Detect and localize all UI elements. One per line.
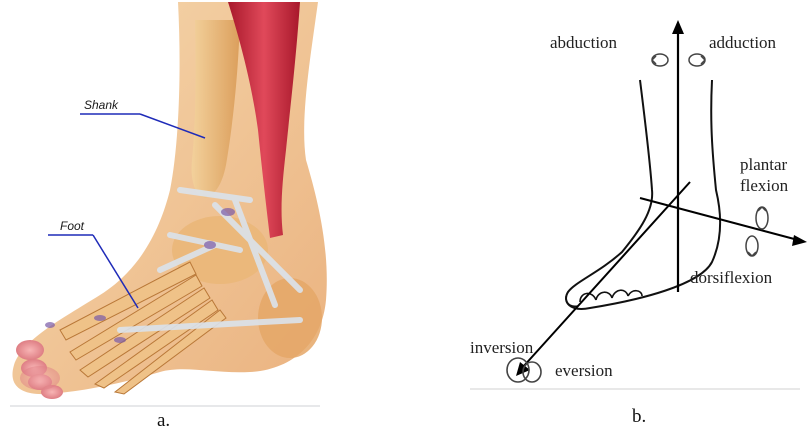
adduction-rotation-icon <box>689 54 705 66</box>
flexion-label: flexion <box>740 176 789 195</box>
eversion-label: eversion <box>555 361 613 380</box>
inversion-label: inversion <box>470 338 534 357</box>
vertical-axis-arrowhead <box>672 20 684 34</box>
adduction-label: adduction <box>709 33 777 52</box>
plantar-flexion-rotation-icon <box>756 207 768 229</box>
panel-b-diagram: abduction adduction plantar flexion dors… <box>470 20 807 390</box>
abduction-rotation-icon <box>652 54 668 66</box>
plantar-label: plantar <box>740 155 788 174</box>
longitudinal-axis <box>522 182 690 368</box>
panel-a-illustration <box>10 2 327 406</box>
dorsiflexion-rotation-icon <box>746 236 758 256</box>
toe-outlines <box>566 290 642 306</box>
panel-a-caption: a. <box>157 410 170 432</box>
foot-label: Foot <box>60 219 85 233</box>
abduction-label: abduction <box>550 33 618 52</box>
shank-label: Shank <box>84 98 119 112</box>
horizontal-axis-arrowhead <box>792 235 807 246</box>
dorsiflexion-label: dorsiflexion <box>690 268 773 287</box>
panel-b-caption: b. <box>632 406 646 428</box>
panel-b-baseline-shade <box>470 388 800 390</box>
